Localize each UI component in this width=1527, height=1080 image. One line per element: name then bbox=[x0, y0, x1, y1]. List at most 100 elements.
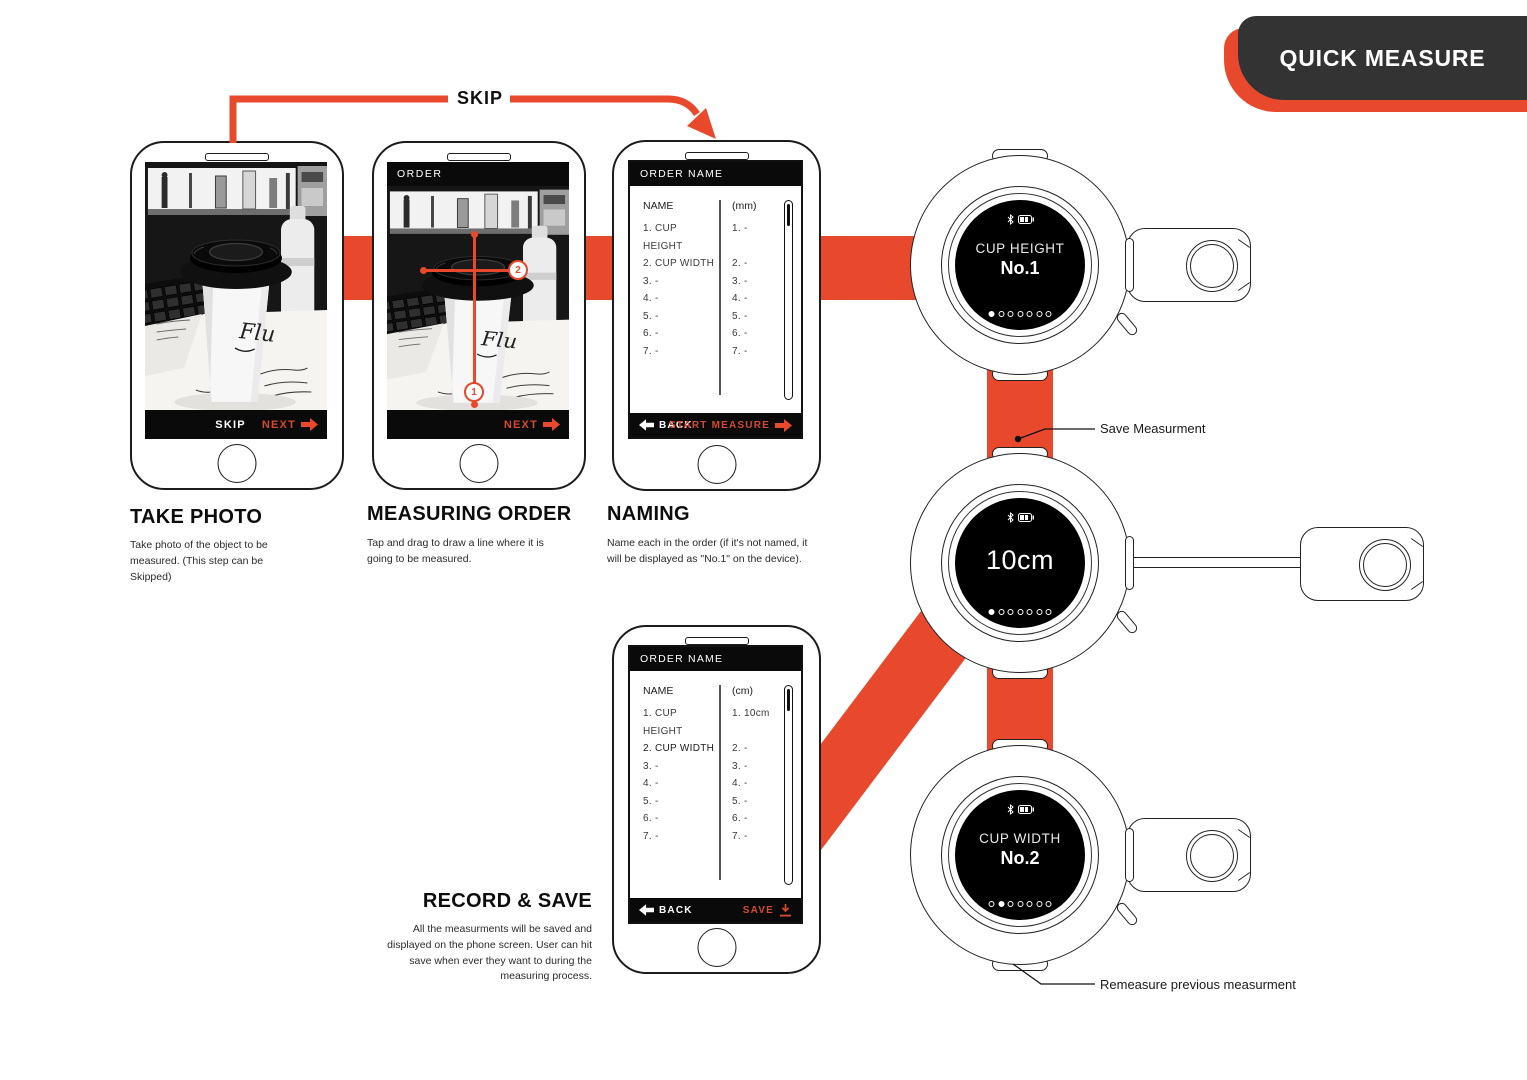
measure-value: 6. - bbox=[732, 328, 748, 339]
measure-name[interactable]: 2. CUP WIDTH bbox=[643, 258, 715, 269]
tape-tip[interactable] bbox=[1300, 527, 1424, 601]
device-side-tab bbox=[1114, 310, 1140, 338]
camera-photo: 1 2 bbox=[387, 186, 569, 410]
measurement-name: CUP HEIGHT bbox=[975, 241, 1065, 256]
measure-name[interactable]: 1. CUP HEIGHT bbox=[643, 708, 683, 737]
measure-value: 5. - bbox=[732, 310, 748, 322]
next-button[interactable]: NEXT bbox=[262, 418, 318, 431]
measure-name[interactable]: 5. - bbox=[643, 310, 659, 322]
measure-marker-2[interactable]: 2 bbox=[508, 260, 528, 280]
measure-endpoint[interactable] bbox=[419, 266, 427, 274]
list-item: 7. - 7. - bbox=[643, 343, 801, 361]
measure-name[interactable]: 7. - bbox=[643, 345, 659, 357]
measure-name[interactable]: 4. - bbox=[643, 778, 659, 789]
measure-list: NAME (cm) 1. CUP HEIGHT 1. 10cm 2. CUP WI… bbox=[630, 671, 801, 898]
back-button[interactable]: BACK bbox=[639, 419, 693, 431]
measure-value: 4. - bbox=[732, 778, 748, 789]
save-button[interactable]: SAVE bbox=[743, 903, 792, 917]
name-column-header: NAME bbox=[643, 200, 674, 212]
measure-value: 7. - bbox=[732, 830, 748, 842]
list-item: 1. CUP HEIGHT 1. - bbox=[643, 220, 801, 255]
measure-name[interactable]: 3. - bbox=[643, 275, 659, 287]
measuring-order-screen: ORDER 1 2 NEXT bbox=[387, 162, 569, 439]
measure-line-height[interactable] bbox=[473, 234, 476, 404]
scrollbar-thumb[interactable] bbox=[786, 204, 790, 226]
skip-arrow bbox=[229, 95, 716, 143]
camera-bottom-bar: NEXT bbox=[387, 410, 569, 439]
save-annotation-label: Save Measurment bbox=[1100, 421, 1206, 436]
measure-name[interactable]: 1. CUP HEIGHT bbox=[643, 223, 683, 252]
device-cup-width: CUP WIDTH No.2 bbox=[910, 739, 1140, 971]
list-item: 6. - 6. - bbox=[643, 810, 801, 828]
home-button[interactable] bbox=[217, 444, 257, 483]
measure-name[interactable]: 6. - bbox=[643, 328, 659, 339]
name-column-header: NAME bbox=[643, 685, 674, 697]
battery-icon bbox=[1017, 513, 1034, 522]
phone-take-photo: SKIP NEXT bbox=[130, 141, 344, 490]
list-item: 5. -5. - bbox=[643, 793, 801, 811]
start-measure-button[interactable]: START MEASURE bbox=[669, 419, 792, 432]
home-button[interactable] bbox=[697, 928, 736, 967]
measure-name[interactable]: 5. - bbox=[643, 795, 659, 807]
screen-bezel-inner bbox=[948, 783, 1092, 927]
measure-marker-1[interactable]: 1 bbox=[464, 382, 484, 402]
measure-name[interactable]: 4. - bbox=[643, 293, 659, 304]
measure-name[interactable]: 2. CUP WIDTH bbox=[643, 743, 715, 754]
list-item: 7. - 7. - bbox=[643, 828, 801, 846]
measure-value: 6. - bbox=[732, 813, 748, 824]
measure-line-width[interactable] bbox=[423, 269, 519, 272]
battery-icon bbox=[1017, 805, 1034, 814]
list-item: 6. - 6. - bbox=[643, 325, 801, 343]
measure-value: 3. - bbox=[732, 275, 748, 287]
home-button[interactable] bbox=[697, 445, 736, 484]
tape-tip[interactable] bbox=[1127, 818, 1251, 892]
section-desc-take-photo: Take photo of the object to be measured.… bbox=[130, 539, 268, 583]
device-screen: CUP WIDTH No.2 bbox=[955, 790, 1085, 920]
banner-title: QUICK MEASURE bbox=[1279, 44, 1486, 71]
remeasure-annotation-pointer bbox=[1012, 963, 1095, 985]
next-arrow-icon bbox=[301, 418, 318, 431]
back-button[interactable]: BACK bbox=[639, 904, 693, 916]
list-item: 4. - 4. - bbox=[643, 775, 801, 793]
list-item: 5. - 5. - bbox=[643, 308, 801, 326]
battery-icon bbox=[1017, 215, 1034, 224]
measure-value: 1. - bbox=[732, 223, 748, 234]
screen-bezel-inner bbox=[948, 193, 1092, 337]
order-name-header: ORDER NAME bbox=[630, 162, 801, 186]
list-item: 3. - 3. - bbox=[643, 758, 801, 776]
measure-value: 1. 10cm bbox=[732, 708, 770, 719]
next-arrow-icon bbox=[543, 418, 560, 431]
section-desc-naming: Name each in the order (if it's not name… bbox=[607, 537, 808, 565]
download-icon bbox=[780, 903, 791, 917]
skip-button[interactable]: SKIP bbox=[215, 418, 246, 431]
scrollbar-thumb[interactable] bbox=[786, 689, 790, 711]
column-divider bbox=[719, 200, 721, 395]
measure-name[interactable]: 7. - bbox=[643, 830, 659, 842]
measure-value: 7. - bbox=[732, 345, 748, 357]
bluetooth-icon bbox=[1007, 214, 1014, 225]
section-desc-measuring-order: Tap and drag to draw a line where it is … bbox=[367, 537, 544, 565]
section-title-naming: NAMING bbox=[607, 503, 690, 525]
measure-value: 3. - bbox=[732, 760, 748, 772]
next-button[interactable]: NEXT bbox=[504, 418, 560, 431]
measure-name[interactable]: 6. - bbox=[643, 813, 659, 824]
unit-column-header: (cm) bbox=[732, 685, 753, 697]
skip-flow-label: SKIP bbox=[456, 88, 503, 108]
scrollbar[interactable] bbox=[784, 200, 793, 400]
column-divider bbox=[719, 685, 721, 880]
home-button[interactable] bbox=[459, 444, 499, 483]
device-screen: CUP HEIGHT No.1 bbox=[955, 200, 1085, 330]
scrollbar[interactable] bbox=[784, 685, 793, 885]
measurement-name: CUP WIDTH bbox=[979, 831, 1061, 846]
camera-bottom-bar: SKIP NEXT bbox=[145, 410, 327, 439]
record-bottom-bar: BACK SAVE bbox=[630, 898, 801, 922]
measure-endpoint[interactable] bbox=[470, 230, 478, 238]
measure-name[interactable]: 3. - bbox=[643, 760, 659, 772]
page-dots bbox=[988, 609, 1052, 615]
measuring-tape bbox=[1130, 557, 1304, 568]
tape-tip[interactable] bbox=[1127, 228, 1251, 302]
phone-speaker bbox=[684, 152, 749, 160]
measure-endpoint[interactable] bbox=[470, 400, 478, 408]
